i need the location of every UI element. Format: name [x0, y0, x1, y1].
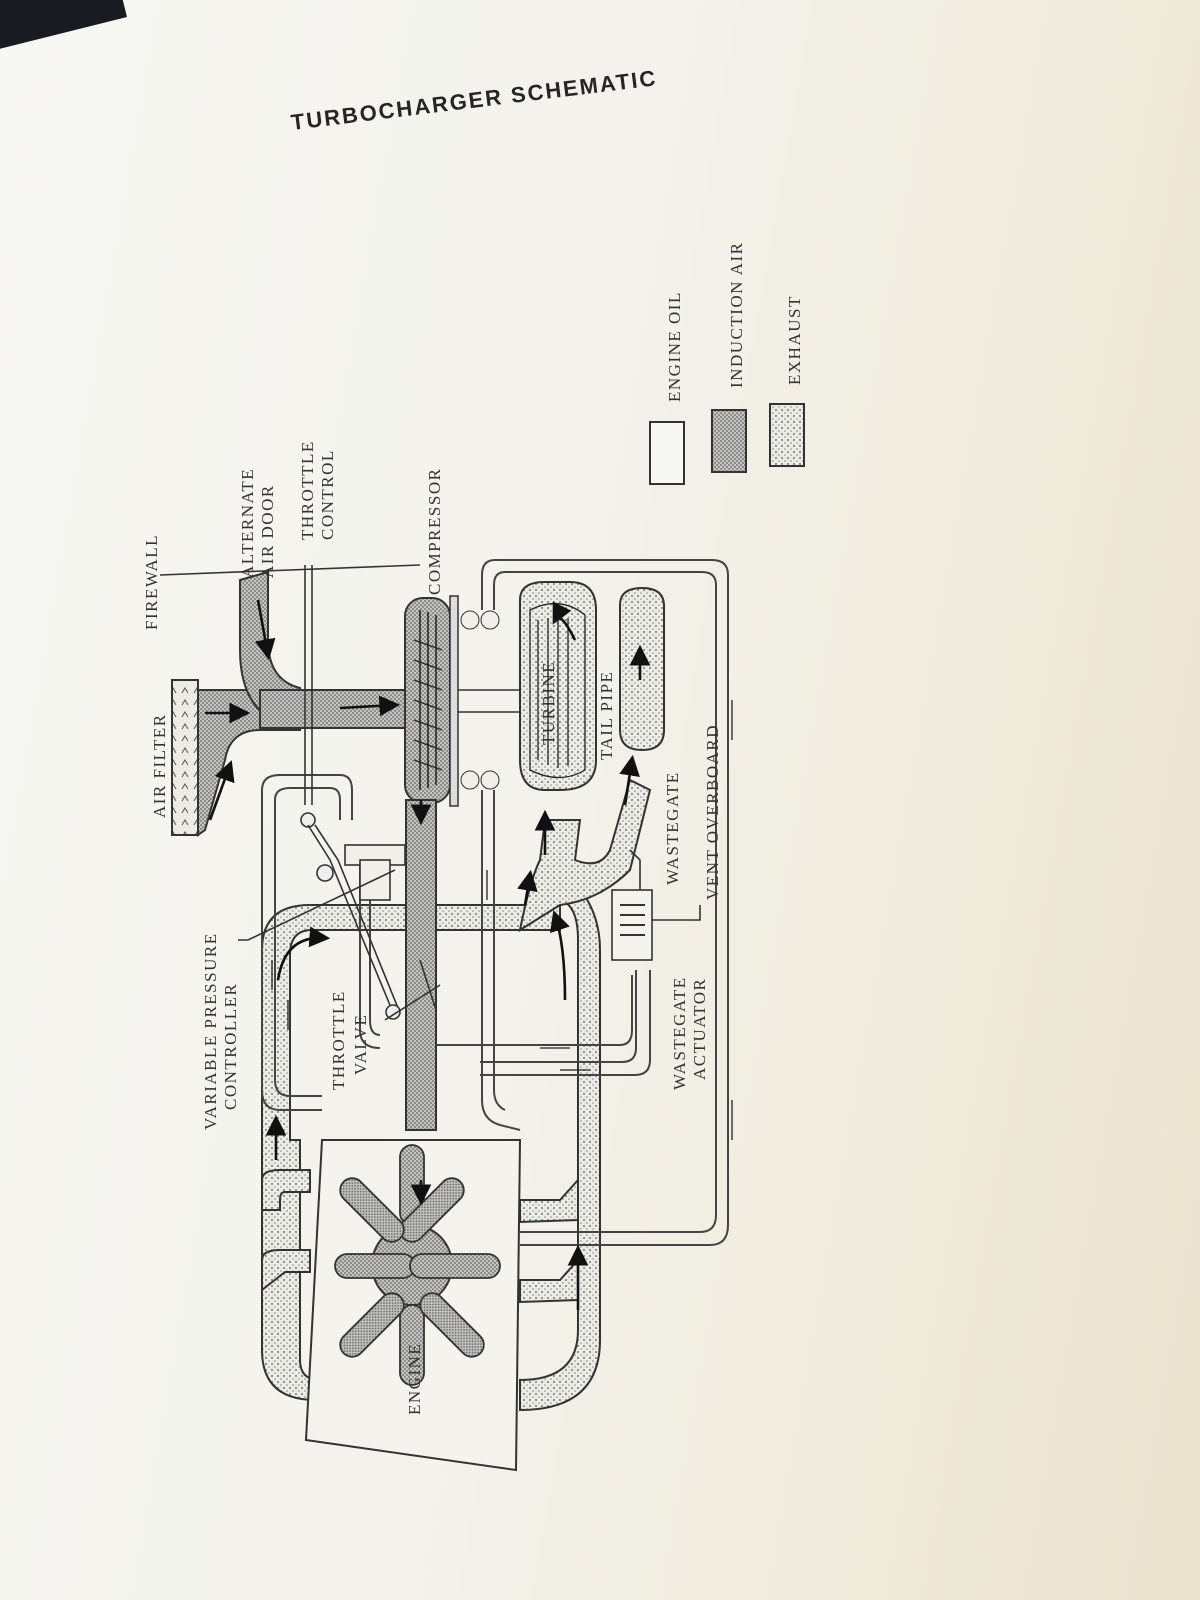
- label-vpc-2: CONTROLLER: [221, 983, 240, 1110]
- label-firewall: FIREWALL: [142, 534, 161, 630]
- label-vent-overboard: VENT OVERBOARD: [703, 724, 722, 900]
- firewall-line: [159, 564, 421, 576]
- legend-swatch-induction-air: [711, 409, 747, 473]
- legend-label-induction-air: INDUCTION AIR: [727, 241, 746, 388]
- air-filter: [171, 679, 199, 836]
- label-wastegate: WASTEGATE: [663, 771, 682, 885]
- label-throttle-valve-1: THROTTLE: [329, 990, 348, 1090]
- legend-swatch-engine-oil: [649, 421, 685, 485]
- label-wastegate-actuator-2: ACTUATOR: [690, 978, 709, 1080]
- compressor-turbine-shaft: [413, 595, 586, 807]
- flow-arrows: [205, 599, 651, 1310]
- label-alternate-air-door-1: ALTERNATE: [238, 468, 257, 578]
- diagram-title: TURBOCHARGER SCHEMATIC: [290, 65, 659, 135]
- throttle-linkage: [159, 564, 701, 1021]
- label-compressor: COMPRESSOR: [425, 468, 444, 595]
- label-turbine: TURBINE: [539, 661, 558, 745]
- label-throttle-valve-2: VALVE: [351, 1014, 370, 1075]
- label-throttle-control-2: CONTROL: [318, 449, 337, 540]
- legend: ENGINE OIL INDUCTION AIR EXHAUST: [649, 241, 805, 485]
- label-vpc-1: VARIABLE PRESSURE: [201, 932, 220, 1130]
- legend-label-engine-oil: ENGINE OIL: [665, 291, 684, 402]
- oil-direction-marks: [271, 700, 733, 1140]
- label-throttle-control-1: THROTTLE: [298, 440, 317, 540]
- legend-label-exhaust: EXHAUST: [785, 295, 804, 385]
- label-alternate-air-door-2: AIR DOOR: [258, 484, 277, 578]
- label-tail-pipe: TAIL PIPE: [597, 671, 616, 760]
- component-labels: FIREWALL AIR FILTER ALTERNATE AIR DOOR T…: [142, 440, 722, 1415]
- oil-lines: [261, 559, 729, 1246]
- label-wastegate-actuator-1: WASTEGATE: [670, 976, 689, 1090]
- label-air-filter: AIR FILTER: [150, 713, 169, 818]
- label-engine: ENGINE: [405, 1343, 424, 1415]
- legend-swatch-exhaust: [769, 403, 805, 467]
- engine: [304, 1139, 522, 1472]
